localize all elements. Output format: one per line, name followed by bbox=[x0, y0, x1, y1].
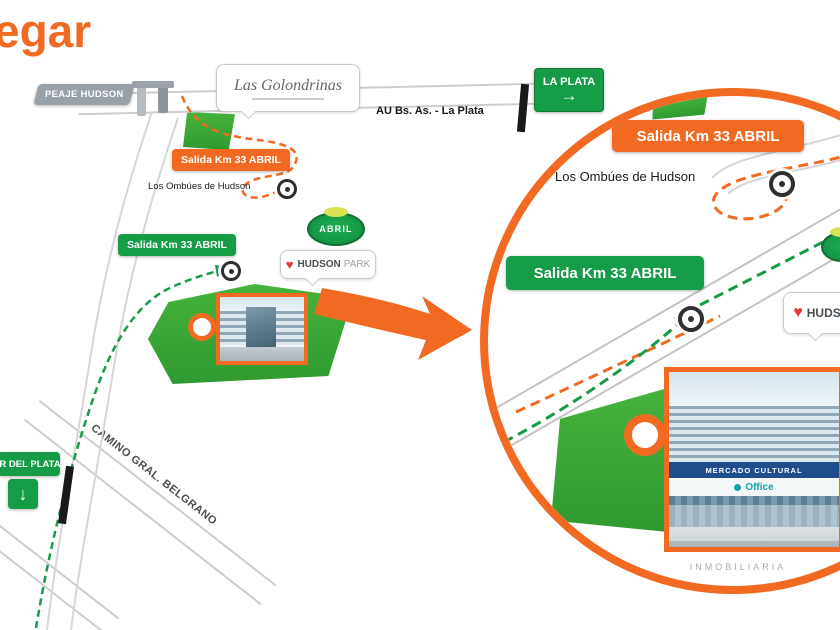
heart-icon: ♥ bbox=[285, 257, 294, 272]
route-marker-orange bbox=[277, 179, 297, 199]
zoom-photo-facade bbox=[669, 406, 839, 462]
watermark-wash bbox=[669, 505, 839, 541]
zoom-photo-sign-top: MERCADO CULTURAL bbox=[669, 462, 839, 478]
la-plata-right-arrow-icon: → bbox=[560, 86, 578, 105]
zoom-exit-sign-orange-label: Salida Km 33 ABRIL bbox=[636, 127, 780, 145]
highway-label: AU Bs. As. - La Plata bbox=[376, 105, 484, 117]
toll-booth-icon bbox=[132, 77, 178, 119]
zoom-photo-sign-bottom: Office bbox=[669, 478, 839, 497]
toll-roof bbox=[132, 81, 174, 88]
overpass-tick-bottom bbox=[58, 465, 74, 525]
toll-pillar-left bbox=[137, 88, 146, 116]
zoom-neighborhood-label: Los Ombúes de Hudson bbox=[555, 169, 696, 184]
watermark-agency: INMOBILIARIA bbox=[689, 562, 787, 572]
photo-glass bbox=[246, 307, 276, 349]
zoom-exit-sign-green: Salida Km 33 ABRIL bbox=[506, 256, 704, 290]
la-plata-label: LA PLATA bbox=[542, 76, 596, 88]
zoom-building-photo: MERCADO CULTURAL Office bbox=[664, 367, 840, 552]
zoom-hudson-park-word1: HUDSON bbox=[806, 306, 840, 320]
parcel-golondrinas bbox=[183, 112, 235, 150]
route-marker-green bbox=[221, 261, 241, 281]
left-road-edge-1 bbox=[46, 111, 153, 630]
zoom-route-marker-green bbox=[678, 306, 704, 332]
zoom-parcel-top bbox=[650, 94, 710, 122]
zoom-inset-circle: Salida Km 33 ABRIL Los Ombúes de Hudson … bbox=[480, 88, 840, 594]
las-golondrinas-bubble: Las Golondrinas bbox=[216, 64, 360, 112]
left-road-edge-2 bbox=[70, 117, 179, 630]
neighborhood-label: Los Ombúes de Hudson bbox=[148, 181, 251, 192]
photo-ground bbox=[220, 347, 304, 361]
zoom-photo-sky bbox=[669, 372, 839, 410]
zoom-photo-ground bbox=[669, 527, 839, 547]
exit-sign-green: Salida Km 33 ABRIL bbox=[118, 234, 236, 256]
hudson-park-bubble: ♥ HUDSON PARK bbox=[280, 250, 376, 279]
toll-pillar-right bbox=[158, 88, 168, 113]
peaje-hudson-sign: PEAJE HUDSON bbox=[33, 84, 135, 105]
mar-del-plata-label: R DEL PLATA bbox=[0, 458, 61, 470]
building-photo bbox=[216, 293, 308, 365]
exit-sign-orange-label: Salida Km 33 ABRIL bbox=[181, 154, 281, 166]
page-title: egar bbox=[0, 5, 92, 57]
zoom-exit-sign-green-label: Salida Km 33 ABRIL bbox=[533, 264, 677, 282]
hudson-park-word2: PARK bbox=[343, 259, 371, 270]
peaje-hudson-label: PEAJE HUDSON bbox=[44, 89, 124, 100]
exit-sign-green-label: Salida Km 33 ABRIL bbox=[127, 239, 227, 251]
zoom-building-sign-bottom-text: Office bbox=[745, 481, 774, 493]
roundabout-marker bbox=[188, 313, 216, 341]
abril-logo-text: ABRIL bbox=[319, 224, 353, 234]
exit-sign-orange: Salida Km 33 ABRIL bbox=[172, 149, 290, 171]
zoom-route-marker-orange bbox=[769, 171, 795, 197]
down-arrow-icon: ↓ bbox=[18, 483, 28, 504]
abril-logo: ABRIL bbox=[307, 207, 365, 246]
zoom-hudson-park-bubble: ♥ HUDSON bbox=[783, 292, 840, 334]
la-plata-sign: LA PLATA → bbox=[534, 68, 604, 112]
zoom-roundabout-marker bbox=[624, 414, 666, 456]
zoom-heart-icon: ♥ bbox=[793, 304, 803, 321]
mar-del-plata-sign: R DEL PLATA bbox=[0, 452, 61, 476]
hudson-park-word1: HUDSON bbox=[297, 259, 341, 270]
zoom-exit-sign-orange: Salida Km 33 ABRIL bbox=[612, 120, 804, 152]
photo-sky bbox=[220, 297, 304, 315]
las-golondrinas-logo-text: Las Golondrinas bbox=[233, 76, 343, 94]
mar-del-plata-arrow-panel: ↓ bbox=[8, 479, 38, 509]
las-golondrinas-tagline-bar bbox=[252, 97, 324, 100]
zoom-photo-glass bbox=[669, 496, 839, 527]
flower-icon bbox=[734, 483, 742, 491]
zoom-building-sign-top-text: MERCADO CULTURAL bbox=[705, 465, 803, 475]
